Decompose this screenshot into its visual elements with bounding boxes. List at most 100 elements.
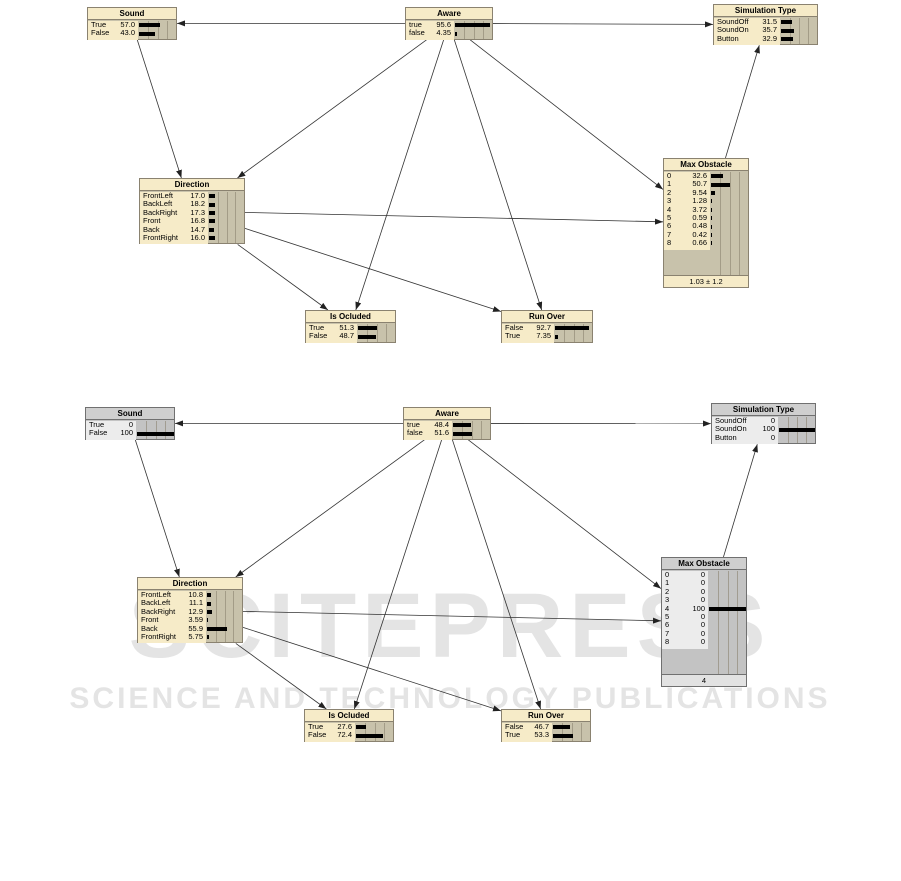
- node-title: Direction: [140, 179, 244, 191]
- probability-bar: [207, 626, 227, 631]
- node-footer: 1.03 ± 1.2: [664, 274, 748, 287]
- state-label: BackLeft: [143, 199, 173, 209]
- node-title: Max Obstacle: [664, 159, 748, 171]
- state-value: 9.54: [692, 187, 707, 197]
- state-value: 1.28: [692, 196, 707, 206]
- probability-bar: [209, 202, 216, 207]
- probability-bar: [209, 211, 216, 215]
- state-label: 1: [665, 578, 670, 588]
- state-label: False: [505, 722, 524, 731]
- probability-bar: [553, 733, 573, 738]
- state-value: 17.0: [190, 191, 205, 200]
- probability-bar: [779, 427, 815, 432]
- probability-bar: [553, 725, 571, 730]
- state-label: true: [407, 420, 420, 429]
- state-label: 4: [667, 204, 672, 214]
- state-value: 0.66: [692, 238, 707, 248]
- state-value: 0.42: [692, 229, 707, 239]
- state-label: false: [407, 428, 423, 438]
- top-edge-sound-to-direction: [136, 39, 182, 179]
- state-value: 0: [700, 611, 705, 621]
- state-value: 31.5: [762, 17, 777, 26]
- bottom-edge-direction-to-maxobstacle: [242, 610, 662, 624]
- probability-bar: [207, 635, 209, 640]
- node-title: Simulation Type: [712, 404, 815, 416]
- state-label: BackRight: [141, 606, 176, 616]
- top-edge-aware-to-isocluded: [355, 39, 445, 311]
- node-title: Run Over: [502, 710, 590, 722]
- state-value: 12.9: [188, 606, 203, 616]
- state-label: False: [89, 428, 108, 438]
- state-row: BackRight 12.9: [138, 606, 206, 616]
- state-label: Front: [143, 216, 161, 226]
- state-value: 5.75: [188, 631, 203, 641]
- state-value: 18.2: [190, 199, 205, 209]
- node-title: Sound: [88, 8, 176, 20]
- probability-bar: [781, 20, 793, 25]
- probability-bar: [207, 618, 209, 623]
- state-label: 2: [667, 187, 672, 197]
- node-title: Aware: [404, 408, 490, 420]
- state-value: 0: [700, 578, 705, 588]
- state-value: 3.59: [188, 615, 203, 625]
- probability-bar: [209, 227, 215, 232]
- probability-bar: [455, 23, 491, 28]
- state-value: 48.7: [339, 331, 354, 341]
- state-label: False: [308, 730, 327, 740]
- bottom-edge-aware-to-direction: [235, 439, 425, 578]
- bottom-edge-maxobstacle-to-simtype: [723, 444, 758, 558]
- bottom-edge-aware-to-runover: [451, 439, 542, 710]
- state-label: BackRight: [143, 207, 178, 217]
- state-value: 55.9: [188, 623, 203, 633]
- node-title: Is Ocluded: [305, 710, 393, 722]
- state-value: 16.0: [190, 232, 205, 242]
- probability-bar: [455, 31, 457, 36]
- state-value: 95.6: [436, 20, 451, 29]
- state-value: 0: [770, 432, 775, 442]
- state-value: 57.0: [120, 20, 135, 29]
- probability-bar: [711, 182, 730, 187]
- state-value: 0: [700, 570, 705, 579]
- probability-bar: [207, 610, 212, 614]
- state-label: True: [308, 722, 324, 731]
- state-value: 11.1: [188, 598, 203, 608]
- state-label: SoundOn: [717, 25, 749, 35]
- state-value: 16.8: [190, 216, 205, 226]
- state-label: SoundOn: [715, 424, 747, 434]
- probability-bar: [711, 174, 724, 179]
- state-value: 43.0: [120, 28, 135, 38]
- probability-bar: [781, 28, 794, 33]
- state-label: 6: [665, 620, 670, 630]
- probability-bar: [209, 236, 215, 241]
- state-value: 0: [700, 586, 705, 596]
- state-label: false: [409, 28, 425, 38]
